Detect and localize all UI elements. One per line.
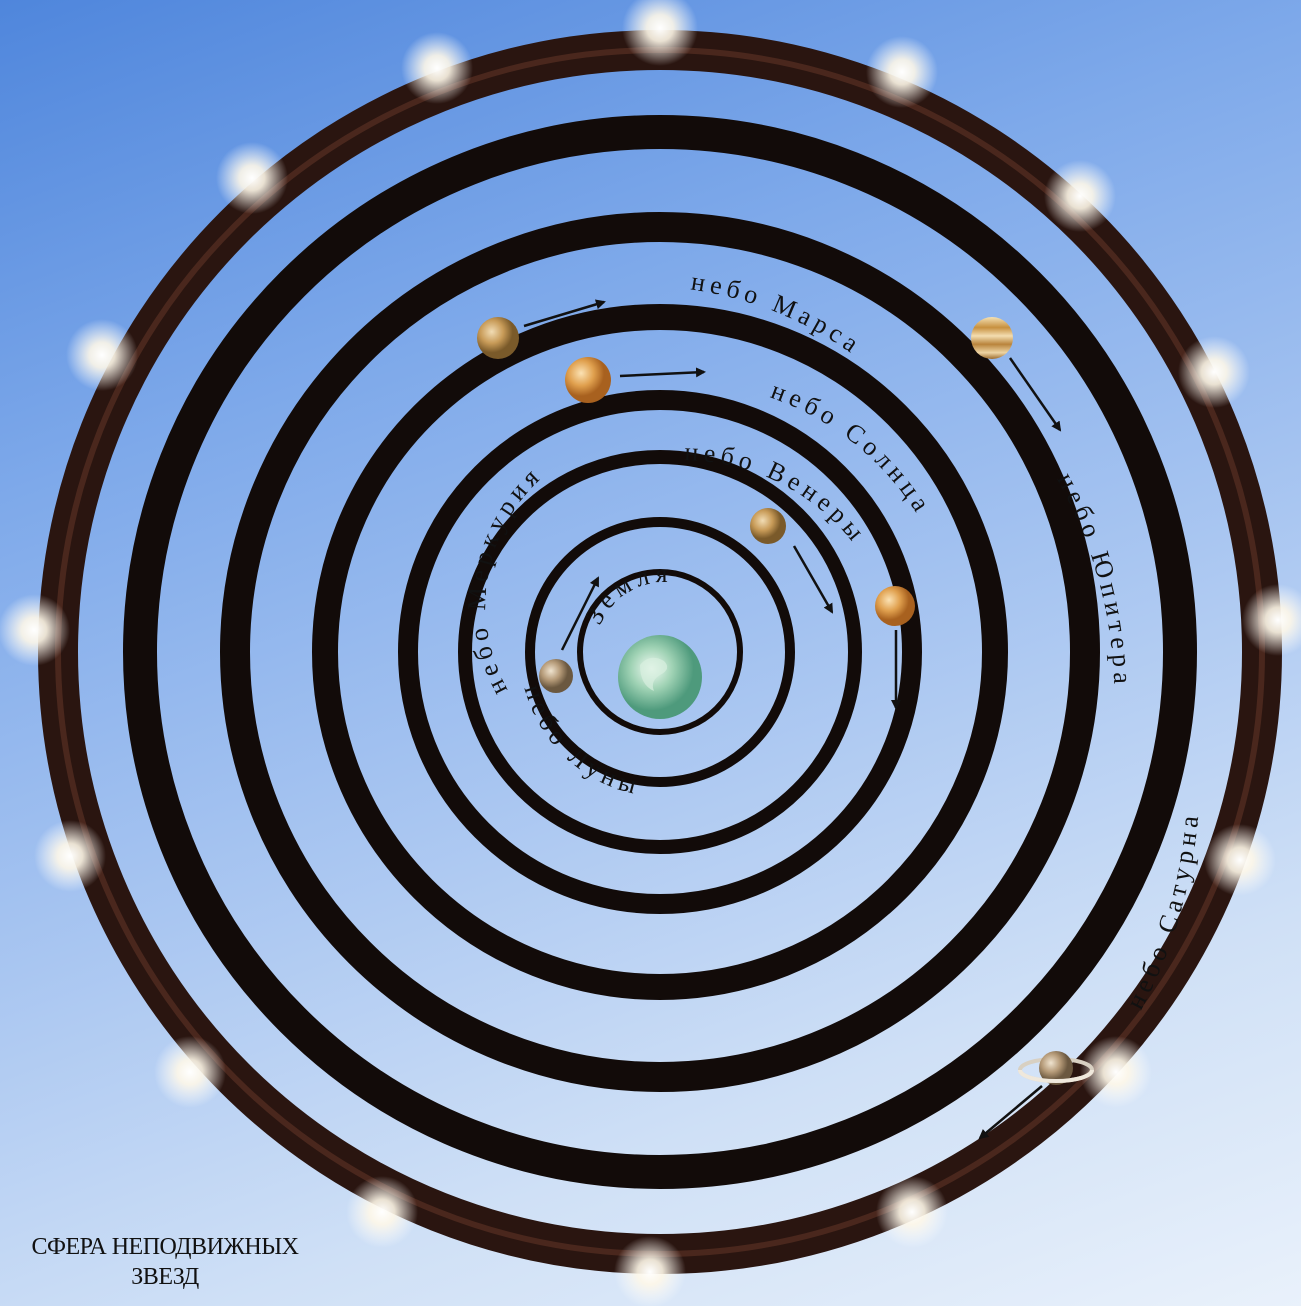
star-glow-icon [216, 142, 288, 214]
star-glow-icon [1178, 336, 1250, 408]
star-glow-icon [1204, 824, 1276, 896]
earth-globe-icon [618, 635, 702, 719]
jupiter-planet-icon [971, 317, 1013, 359]
caption-line-1: СФЕРА НЕПОДВИЖНЫХ [0, 1232, 330, 1262]
venus-planet-icon [875, 586, 915, 626]
star-glow-icon [614, 1236, 686, 1306]
star-glow-icon [401, 32, 473, 104]
star-glow-icon [154, 1036, 226, 1108]
star-glow-icon [0, 594, 70, 666]
star-glow-icon [346, 1176, 418, 1248]
star-glow-icon [66, 319, 138, 391]
sun-planet-icon [565, 357, 611, 403]
direction-arrow-icon [620, 372, 704, 376]
earth-label: Земля [579, 559, 672, 629]
caption-line-2: ЗВЕЗД [0, 1262, 330, 1292]
fixed-stars-caption: СФЕРА НЕПОДВИЖНЫХ ЗВЕЗД [0, 1232, 330, 1292]
star-glow-icon [34, 820, 106, 892]
mars-planet-icon [477, 317, 519, 359]
star-glow-icon [866, 36, 938, 108]
star-glow-icon [1044, 160, 1116, 232]
star-glow-icon [876, 1176, 948, 1248]
mercury-planet-icon [750, 508, 786, 544]
